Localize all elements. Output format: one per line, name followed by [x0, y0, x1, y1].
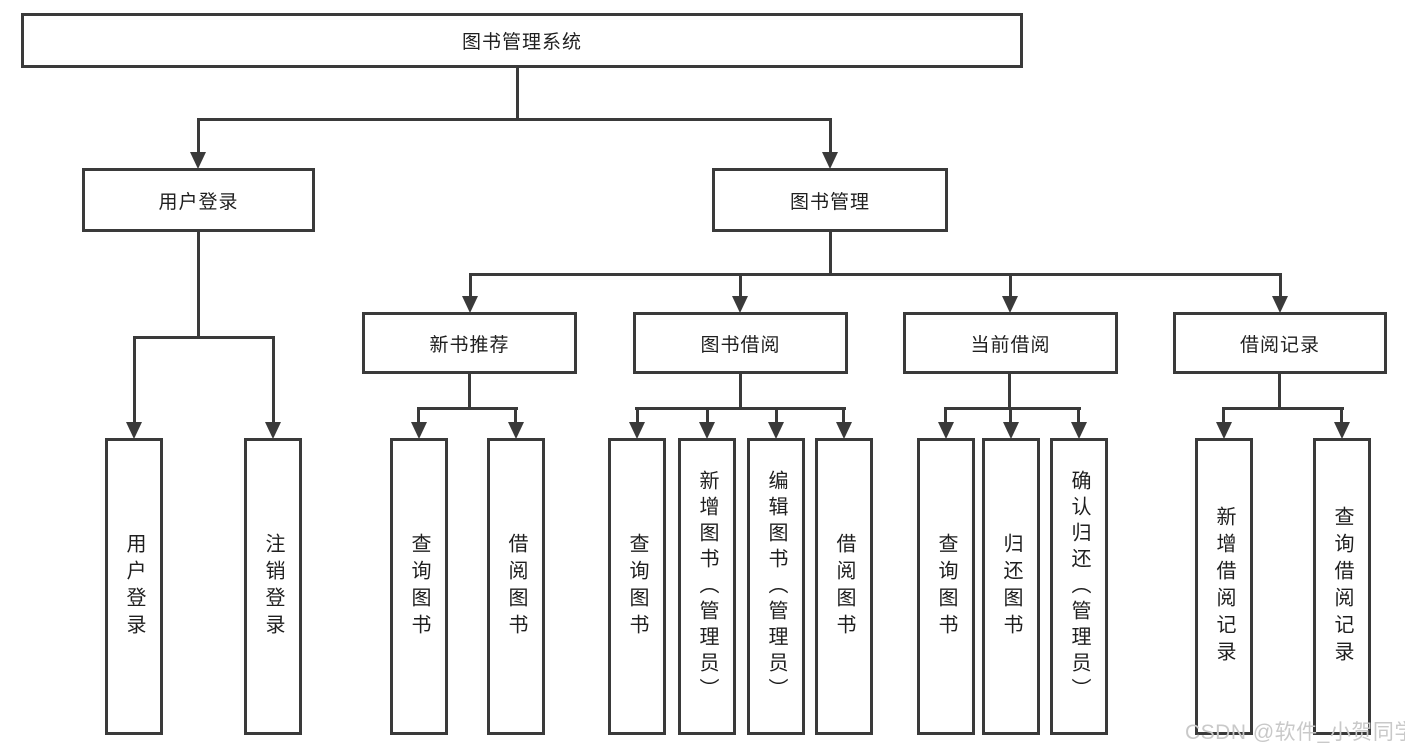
connector-stem: [514, 407, 517, 424]
node-library-management-system: 图书管理系统: [21, 13, 1023, 68]
arrow-down-icon: [1216, 422, 1232, 439]
leaf-borrow-books: 借阅图书: [815, 438, 873, 735]
connector-stem: [1009, 273, 1012, 299]
arrow-down-icon: [1002, 296, 1018, 313]
connector-stem: [1009, 407, 1012, 424]
arrow-down-icon: [938, 422, 954, 439]
connector-stem: [636, 407, 639, 424]
arrow-down-icon: [508, 422, 524, 439]
leaf-label: 查询图书: [408, 532, 430, 641]
node-label: 图书借阅: [700, 334, 781, 356]
leaf-label: 查询图书: [626, 532, 648, 641]
leaf-add-books-admin: 新增图书（管理员）: [678, 438, 736, 735]
node-new-book-recommend: 新书推荐: [362, 312, 577, 374]
connector-current-stem: [1008, 374, 1011, 410]
leaf-label: 用户登录: [123, 532, 145, 641]
arrow-down-icon: [1003, 422, 1019, 439]
leaf-label: 查询借阅记录: [1331, 505, 1353, 668]
connector-records-stem: [1278, 374, 1281, 410]
connector-mgmt-stem: [829, 232, 832, 276]
node-borrowing-records: 借阅记录: [1173, 312, 1387, 374]
arrow-down-icon: [768, 422, 784, 439]
arrow-down-icon: [822, 152, 838, 169]
connector-root-stem: [516, 68, 519, 121]
connector-stem: [197, 118, 200, 154]
arrow-down-icon: [1071, 422, 1087, 439]
csdn-watermark: CSDN @软件_小贺同学: [1185, 721, 1405, 744]
connector-stem: [1279, 273, 1282, 299]
node-label: 图书管理: [789, 191, 870, 213]
connector-level3-rail: [469, 273, 1282, 276]
node-user-login: 用户登录: [82, 168, 315, 232]
leaf-label: 新增图书（管理员）: [696, 469, 718, 704]
connector-newbook-stem: [468, 374, 471, 410]
connector-login-rail: [133, 336, 275, 339]
leaf-label: 编辑图书（管理员）: [765, 469, 787, 704]
leaf-label: 归还图书: [1000, 532, 1022, 641]
arrow-down-icon: [836, 422, 852, 439]
arrow-down-icon: [411, 422, 427, 439]
leaf-query-books-current: 查询图书: [917, 438, 975, 735]
leaf-user-login: 用户登录: [105, 438, 163, 735]
arrow-down-icon: [265, 422, 281, 439]
connector-stem: [829, 118, 832, 154]
connector-stem: [842, 407, 845, 424]
connector-stem: [272, 336, 275, 424]
leaf-borrow-books-recommend: 借阅图书: [487, 438, 545, 735]
arrow-down-icon: [699, 422, 715, 439]
node-label: 当前借阅: [970, 334, 1051, 356]
leaf-query-books-borrow: 查询图书: [608, 438, 666, 735]
connector-borrow-rail: [635, 407, 846, 410]
arrow-down-icon: [732, 296, 748, 313]
connector-current-rail: [944, 407, 1081, 410]
connector-borrow-stem: [739, 374, 742, 410]
arrow-down-icon: [462, 296, 478, 313]
connector-records-rail: [1222, 407, 1344, 410]
connector-stem: [775, 407, 778, 424]
node-label: 图书管理系统: [461, 32, 582, 53]
connector-newbook-rail: [417, 407, 518, 410]
leaf-logout: 注销登录: [244, 438, 302, 735]
node-label: 用户登录: [158, 191, 239, 213]
node-current-borrowing: 当前借阅: [903, 312, 1118, 374]
leaf-confirm-return-admin: 确认归还（管理员）: [1050, 438, 1108, 735]
leaf-query-books-recommend: 查询图书: [390, 438, 448, 735]
leaf-return-books: 归还图书: [982, 438, 1040, 735]
arrow-down-icon: [1272, 296, 1288, 313]
leaf-label: 借阅图书: [833, 532, 855, 641]
arrow-down-icon: [1334, 422, 1350, 439]
connector-stem: [706, 407, 709, 424]
node-label: 借阅记录: [1239, 334, 1320, 356]
connector-login-stem: [197, 232, 200, 339]
leaf-edit-books-admin: 编辑图书（管理员）: [747, 438, 805, 735]
arrow-down-icon: [126, 422, 142, 439]
connector-stem: [944, 407, 947, 424]
leaf-query-borrow-record: 查询借阅记录: [1313, 438, 1371, 735]
leaf-add-borrow-record: 新增借阅记录: [1195, 438, 1253, 735]
connector-stem: [1222, 407, 1225, 424]
node-book-management: 图书管理: [712, 168, 948, 232]
connector-stem: [469, 273, 472, 299]
leaf-label: 新增借阅记录: [1213, 505, 1235, 668]
connector-stem: [739, 273, 742, 299]
connector-stem: [1077, 407, 1080, 424]
arrow-down-icon: [629, 422, 645, 439]
node-book-borrowing: 图书借阅: [633, 312, 848, 374]
arrow-down-icon: [190, 152, 206, 169]
node-label: 新书推荐: [429, 334, 510, 356]
leaf-label: 注销登录: [262, 532, 284, 641]
leaf-label: 借阅图书: [505, 532, 527, 641]
leaf-label: 确认归还（管理员）: [1068, 469, 1090, 704]
connector-stem: [1340, 407, 1343, 424]
connector-level2-rail: [197, 118, 832, 121]
connector-stem: [417, 407, 420, 424]
leaf-label: 查询图书: [935, 532, 957, 641]
connector-stem: [133, 336, 136, 424]
